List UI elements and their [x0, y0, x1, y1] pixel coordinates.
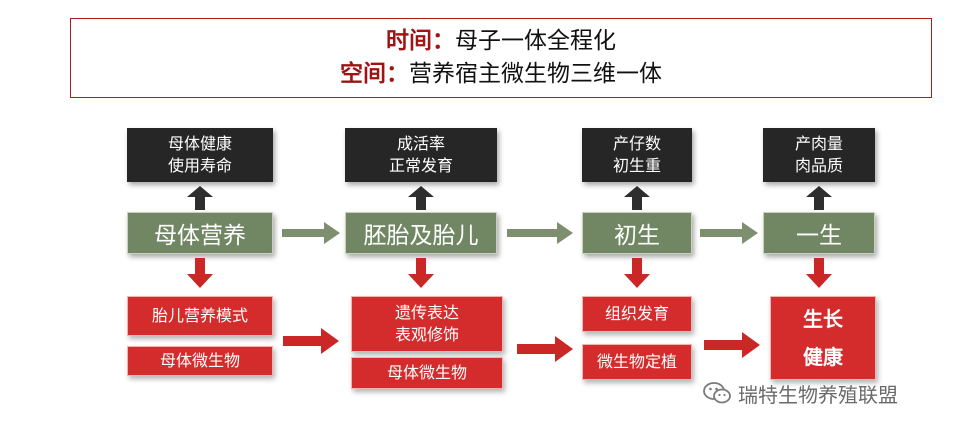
- outcome-text: 肉品质: [794, 156, 843, 175]
- factor-box-maternal-microbiota: 母体微生物: [127, 346, 273, 376]
- stage-label: 初生: [614, 223, 660, 249]
- factor-text: 微生物定植: [596, 352, 677, 371]
- watermark: 瑞特生物养殖联盟: [702, 376, 942, 410]
- stage-box-newborn: 初生: [582, 212, 692, 254]
- factor-box-tissue-development: 组织发育: [582, 296, 692, 332]
- up-arrow: [187, 186, 213, 210]
- header-box: 时间：母子一体全程化 空间：营养宿主微生物三维一体: [70, 18, 932, 98]
- watermark-text: 瑞特生物养殖联盟: [738, 382, 898, 407]
- factor-text: 母体微生物: [159, 351, 240, 370]
- right-arrow: [282, 222, 340, 244]
- stage-label: 母体营养: [154, 223, 246, 249]
- down-arrow: [187, 258, 213, 288]
- down-arrow: [408, 258, 434, 288]
- right-arrow: [507, 222, 573, 244]
- right-arrow: [700, 222, 758, 244]
- outcome-box-lifetime: 产肉量 肉品质: [763, 128, 875, 182]
- outcome-box-maternal: 母体健康 使用寿命: [127, 128, 273, 182]
- outcome-text: 成活率: [396, 134, 445, 153]
- factor-box-microbial-colonization: 微生物定植: [582, 344, 692, 380]
- outcome-text: 初生重: [612, 156, 661, 175]
- factor-text: 表观修饰: [394, 325, 459, 344]
- stage-box-embryo-fetus: 胚胎及胎儿: [345, 212, 497, 254]
- factor-text: 健康: [803, 345, 843, 369]
- factor-box-fetal-nutrition-mode: 胎儿营养模式: [127, 296, 273, 336]
- factor-box-maternal-microbiota-2: 母体微生物: [351, 357, 503, 389]
- wechat-icon: [703, 382, 731, 404]
- factor-text: 遗传表达: [394, 303, 459, 322]
- header-space-line: 空间：营养宿主微生物三维一体: [71, 59, 931, 89]
- header-time-label: 时间：: [386, 28, 455, 54]
- outcome-box-embryo: 成活率 正常发育: [345, 128, 497, 182]
- right-arrow: [704, 332, 760, 358]
- factor-text: 组织发育: [604, 304, 669, 323]
- outcome-text: 使用寿命: [167, 156, 232, 175]
- factor-box-growth-health: 生长 健康: [770, 296, 876, 380]
- header-space-label: 空间：: [340, 61, 409, 87]
- stage-box-lifetime: 一生: [763, 212, 875, 254]
- stage-box-maternal-nutrition: 母体营养: [127, 212, 273, 254]
- right-arrow: [517, 336, 573, 362]
- up-arrow: [806, 186, 832, 210]
- outcome-box-newborn: 产仔数 初生重: [582, 128, 692, 182]
- outcome-text: 正常发育: [388, 156, 453, 175]
- factor-box-gene-epigenetics: 遗传表达 表观修饰: [351, 296, 503, 352]
- outcome-text: 母体健康: [167, 134, 232, 153]
- stage-label: 胚胎及胎儿: [363, 223, 479, 249]
- header-space-text: 营养宿主微生物三维一体: [409, 61, 662, 87]
- header-time-line: 时间：母子一体全程化: [71, 26, 931, 56]
- header-time-text: 母子一体全程化: [455, 28, 616, 54]
- factor-text: 母体微生物: [386, 363, 467, 382]
- outcome-text: 产肉量: [794, 134, 843, 153]
- up-arrow: [624, 186, 650, 210]
- factor-text: 胎儿营养模式: [151, 306, 248, 325]
- stage-label: 一生: [796, 223, 842, 249]
- down-arrow: [624, 258, 650, 288]
- factor-text: 生长: [803, 307, 843, 331]
- up-arrow: [408, 186, 434, 210]
- outcome-text: 产仔数: [612, 134, 661, 153]
- down-arrow: [806, 258, 832, 288]
- right-arrow: [283, 328, 339, 354]
